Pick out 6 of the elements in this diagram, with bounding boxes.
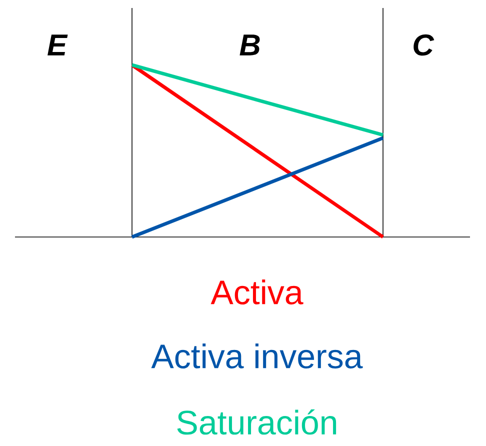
legend-text: Activa inversa xyxy=(151,344,363,368)
region-label: E xyxy=(48,34,68,56)
region-label: B xyxy=(240,34,260,56)
legend-text: Activa xyxy=(210,280,304,304)
legend-text: Saturación xyxy=(177,409,336,435)
region-label: C xyxy=(414,34,434,56)
